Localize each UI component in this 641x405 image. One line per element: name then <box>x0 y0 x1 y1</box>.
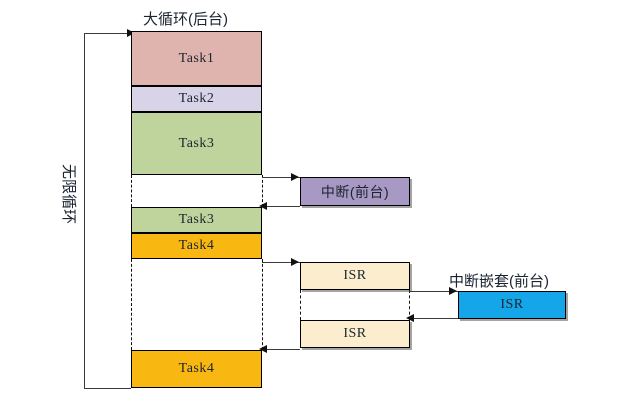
isr-column-dashed-left <box>300 290 301 320</box>
task-column-dashed-right-lower <box>262 259 263 350</box>
loop-bracket-bottom <box>84 388 131 389</box>
task-block-task2: Task2 <box>131 86 262 112</box>
nested-interrupt-label: 中断嵌套(前台) <box>449 273 549 290</box>
loop-bracket-vertical <box>84 33 85 389</box>
task-column-dashed-left-lower <box>131 259 132 350</box>
isr-column-dashed-right <box>409 290 410 320</box>
task-block-task1: Task1 <box>131 31 262 86</box>
interrupt-enter-arrowhead-icon <box>291 172 299 181</box>
nested-return-arrowhead-icon <box>406 313 414 322</box>
isr-block-bottom: ISR <box>300 320 410 348</box>
isr-return-line <box>263 349 300 350</box>
task-block-task3-first: Task3 <box>131 112 262 175</box>
task-column-dashed-right-upper <box>262 175 263 207</box>
isr-return-arrowhead-icon <box>259 344 267 353</box>
isr-block-top: ISR <box>300 262 410 290</box>
page-title: 大循环(后台) <box>143 11 228 28</box>
interrupt-enter-line <box>262 177 300 178</box>
nested-enter-arrowhead-icon <box>449 286 457 295</box>
loop-label: 无限循环 <box>60 164 77 225</box>
nested-return-line <box>410 318 458 319</box>
task-column-dashed-left-upper <box>131 175 132 207</box>
interrupt-return-line <box>263 206 300 207</box>
interrupt-return-arrowhead-icon <box>259 201 267 210</box>
interrupt-block: 中断(前台) <box>300 177 410 206</box>
task-block-task4-first: Task4 <box>131 233 262 259</box>
isr-enter-line <box>262 262 300 263</box>
isr-block-nested: ISR <box>458 291 566 319</box>
nested-enter-line <box>409 291 458 292</box>
task-block-task3-second: Task3 <box>131 207 262 233</box>
isr-enter-arrowhead-icon <box>291 257 299 266</box>
task-block-task4-second: Task4 <box>131 350 262 388</box>
loop-bracket-top <box>84 33 128 34</box>
